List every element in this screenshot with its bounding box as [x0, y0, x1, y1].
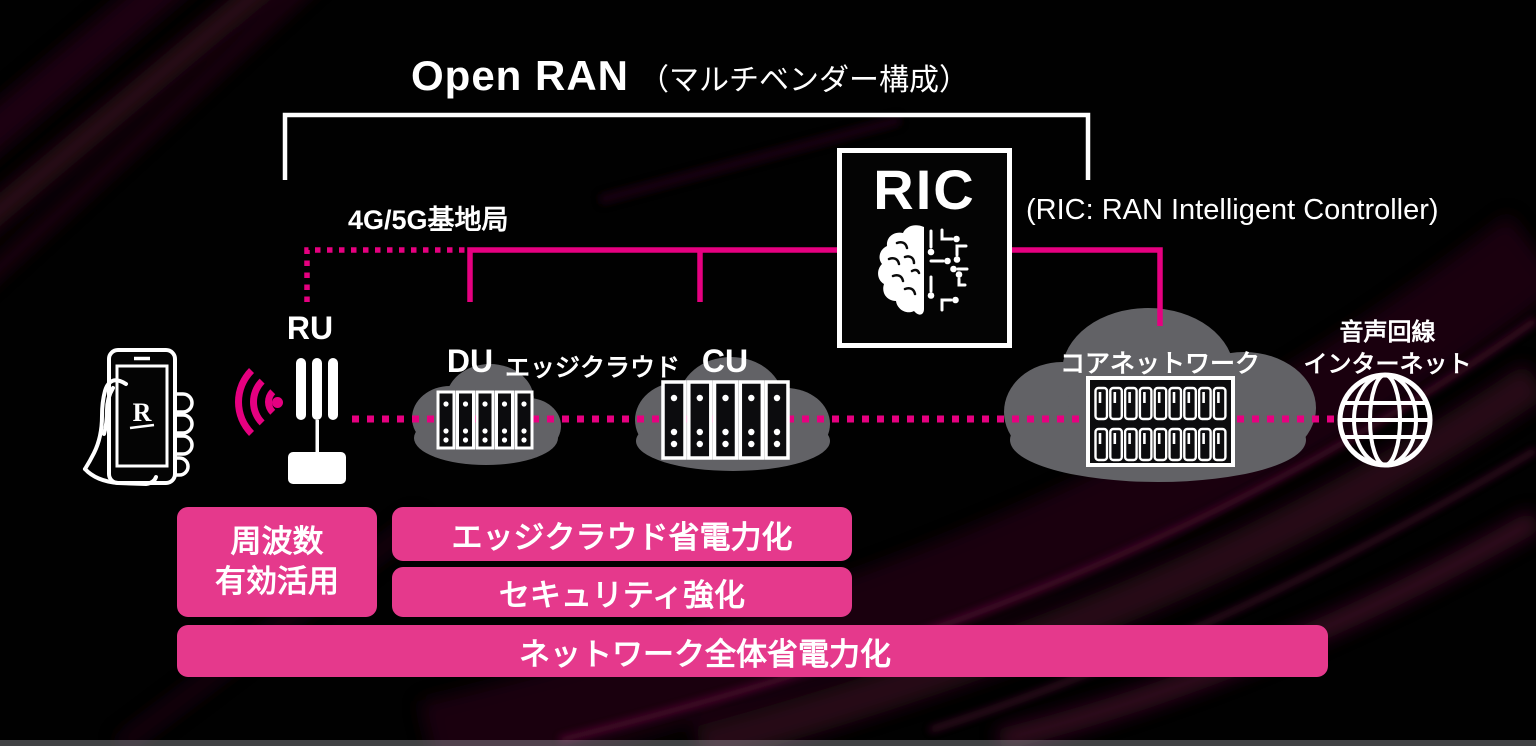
page-title: Open RAN （マルチベンダー構成） — [0, 52, 1380, 100]
ric-label: RIC — [873, 158, 976, 221]
benefit-frequency-line2: 有効活用 — [215, 564, 339, 599]
du-servers-icon — [436, 390, 534, 450]
ru-label: RU — [286, 310, 334, 346]
benefit-frequency-line1: 周波数 — [230, 524, 324, 559]
fronthaul-solid-line — [467, 247, 1163, 326]
benefit-box-frequency: 周波数 有効活用 — [177, 507, 377, 617]
core-network-label: コアネットワーク — [1060, 350, 1261, 378]
ric-full-label: (RIC: RAN Intelligent Controller) — [1026, 194, 1439, 226]
benefit-box-edge-power: エッジクラウド省電力化 — [392, 507, 852, 561]
du-label: DU — [446, 343, 494, 379]
phone-hand-icon — [83, 348, 194, 487]
rakuten-logo: R — [129, 398, 155, 430]
title-open-ran: Open RAN — [411, 52, 629, 99]
cu-servers-icon — [661, 380, 790, 460]
cu-label: CU — [701, 343, 749, 379]
brain-circuit-icon — [877, 225, 968, 315]
voice-line-label: 音声回線 — [1339, 319, 1436, 346]
ric-box: RIC — [837, 148, 1012, 348]
edge-cloud-label: エッジクラウド — [505, 354, 681, 382]
internet-label: インターネット — [1303, 351, 1472, 378]
core-rack-icon — [1086, 376, 1235, 467]
title-multivendor: （マルチベンダー構成） — [639, 64, 969, 97]
benefit-box-network-power: ネットワーク全体省電力化 — [177, 625, 1328, 677]
ru-dotted-line — [304, 247, 467, 302]
base-station-label: 4G/5G基地局 — [348, 205, 509, 235]
svg-text:R: R — [133, 398, 152, 427]
benefit-box-security: セキュリティ強化 — [392, 567, 852, 617]
openran-bracket — [282, 112, 1091, 180]
globe-icon — [1337, 372, 1433, 468]
